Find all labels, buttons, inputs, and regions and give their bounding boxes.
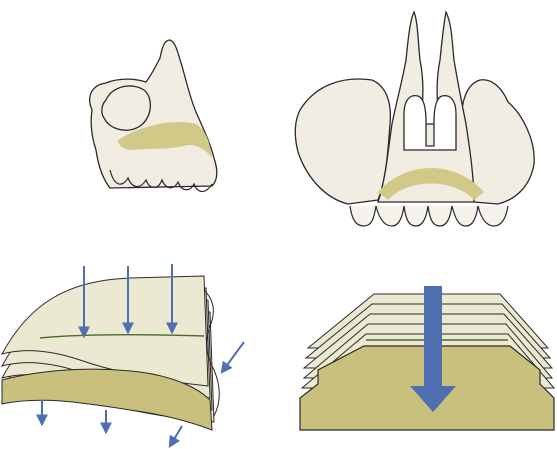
- maxilla-frontal-panel: [295, 12, 534, 226]
- maxilla-frontal-tooth-row: [350, 206, 508, 226]
- curved-stack-panel: [2, 264, 244, 446]
- maxilla-lateral-panel: [90, 40, 217, 192]
- curved-side-arrow: [222, 342, 244, 372]
- flat-stack-panel: [300, 286, 554, 430]
- maxilla-frontal-left-wing: [295, 79, 390, 204]
- curved-bottom-arrow-3: [170, 426, 182, 446]
